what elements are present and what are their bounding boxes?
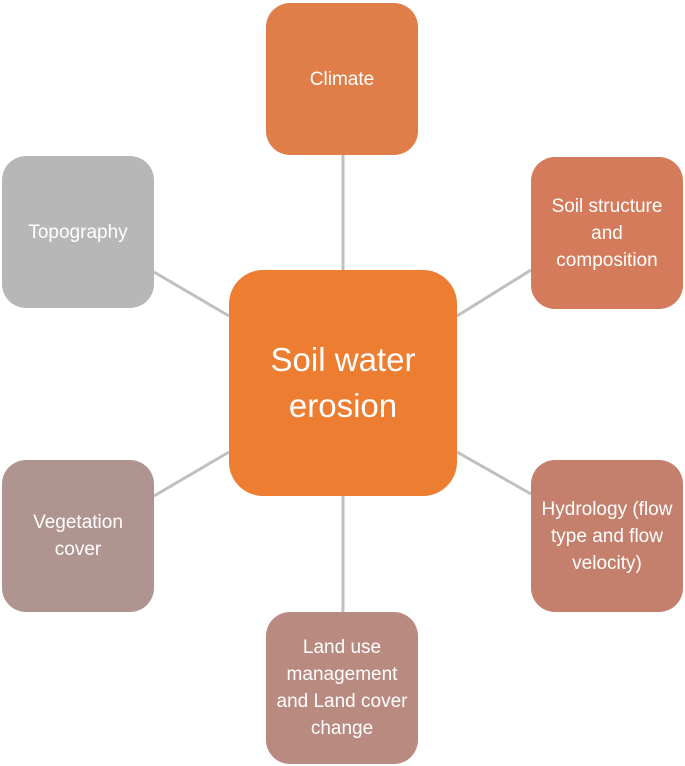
factor-node-soil-structure: Soil structure and composition <box>531 157 683 309</box>
connector-soil <box>456 268 532 318</box>
center-node-soil-water-erosion: Soil water erosion <box>229 270 457 496</box>
connector-vegetation <box>153 450 230 498</box>
factor-label-climate: Climate <box>309 68 375 90</box>
factor-label-vegetation-cover: Vegetation cover <box>33 512 123 560</box>
factor-node-climate: Climate <box>266 3 418 155</box>
factor-label-hydrology: Hydrology (flow type and flow velocity) <box>541 498 673 574</box>
center-node-label: Soil water erosion <box>270 341 416 424</box>
factor-node-land-use: Land use management and Land cover chang… <box>266 612 418 764</box>
factor-node-topography: Topography <box>2 156 154 308</box>
factor-label-land-use: Land use management and Land cover chang… <box>276 637 408 739</box>
factor-label-soil-structure: Soil structure and composition <box>551 195 663 271</box>
factor-node-hydrology: Hydrology (flow type and flow velocity) <box>531 460 683 612</box>
factor-node-vegetation-cover: Vegetation cover <box>2 460 154 612</box>
connector-topography <box>153 270 230 318</box>
factor-label-topography: Topography <box>28 221 128 243</box>
connector-hydrology <box>456 450 532 496</box>
